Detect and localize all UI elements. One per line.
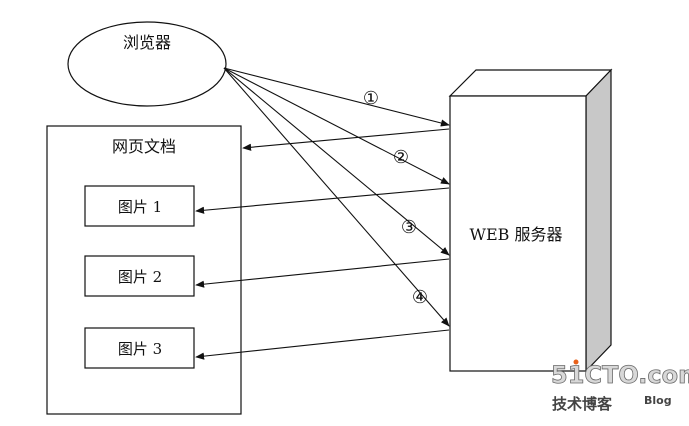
server-side-face <box>585 68 612 373</box>
response-arrow-image-2 <box>195 258 450 288</box>
document-node: 网页文档 图片 1 图片 2 图片 3 <box>46 125 242 415</box>
document-title: 网页文档 <box>112 137 176 156</box>
watermark-tagline: 技术博客 <box>552 395 613 413</box>
server-front-face <box>449 95 587 372</box>
watermark-site: 51CTO.com <box>551 361 689 389</box>
request-arrow-1 <box>223 67 450 127</box>
image-box-2 <box>84 255 195 297</box>
response-arrow-document <box>242 128 450 151</box>
image-box-1 <box>84 185 195 227</box>
request-arrow-3 <box>223 67 450 256</box>
response-arrows <box>195 128 450 360</box>
step-label-1: ① <box>363 88 379 109</box>
response-arrow-image-1 <box>195 187 450 214</box>
request-arrow-4 <box>223 67 450 327</box>
response-arrow-image-3 <box>195 329 450 360</box>
image-label-3: 图片 3 <box>118 340 162 358</box>
image-box-3 <box>84 327 195 369</box>
server-top-face <box>448 69 613 97</box>
step-labels: ① ② ③ ④ <box>363 88 428 308</box>
step-label-2: ② <box>393 147 409 168</box>
browser-node: 浏览器 <box>67 21 227 107</box>
image-label-1: 图片 1 <box>118 198 162 216</box>
watermark-accent-dot <box>573 359 579 365</box>
server-label: WEB 服务器 <box>470 225 563 244</box>
site-watermark: 51CTO.com 技术博客 Blog <box>551 359 689 413</box>
image-label-2: 图片 2 <box>118 268 162 286</box>
watermark-blog: Blog <box>644 394 672 407</box>
step-label-4: ④ <box>412 287 428 308</box>
request-arrows <box>223 67 450 327</box>
browser-ellipse <box>67 21 227 107</box>
request-arrow-2 <box>223 67 450 185</box>
browser-label: 浏览器 <box>123 33 171 52</box>
step-label-3: ③ <box>401 217 417 238</box>
server-node: WEB 服务器 <box>448 68 613 373</box>
